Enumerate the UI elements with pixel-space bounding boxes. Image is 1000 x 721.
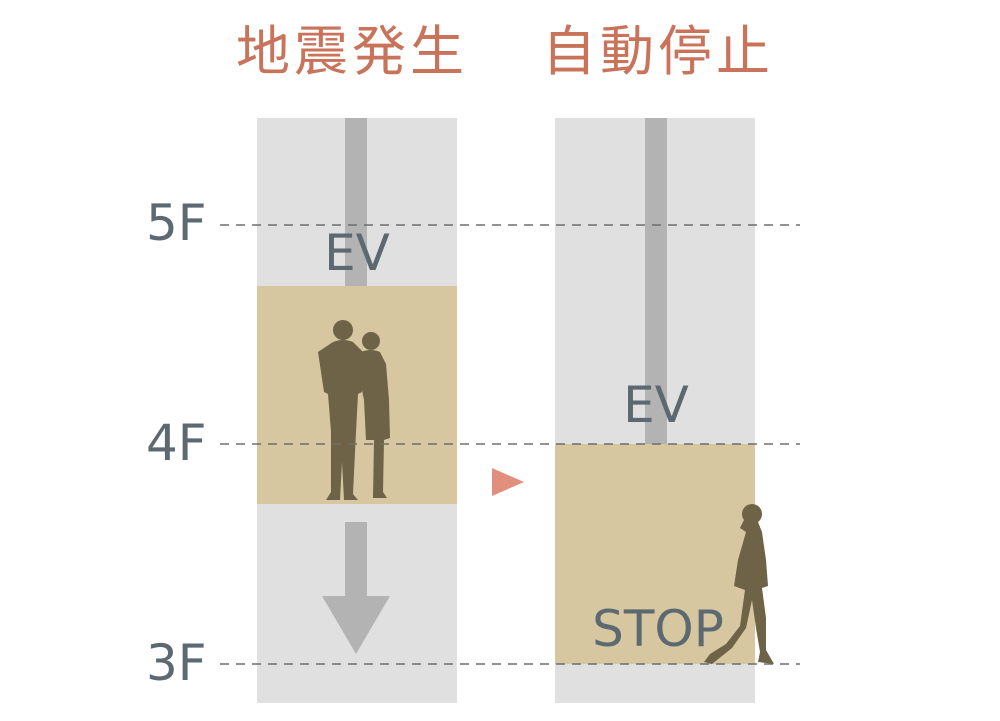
floor-label-4f: 4F	[146, 414, 207, 472]
stop-label: STOP	[592, 600, 724, 658]
left-cable	[345, 118, 367, 286]
walking-woman-silhouette-icon	[704, 504, 774, 664]
right-cable	[645, 118, 667, 444]
floor-label-3f: 3F	[146, 634, 207, 692]
down-arrow-icon	[322, 522, 390, 654]
floor-guides	[220, 224, 800, 665]
couple-silhouette-icon	[318, 320, 390, 500]
floor-label-5f: 5F	[146, 194, 207, 252]
left-car-label: EV	[324, 224, 390, 282]
right-triangle-icon	[492, 468, 524, 496]
left-shaft	[257, 118, 457, 703]
right-shaft	[555, 118, 774, 703]
title-earthquake: 地震発生	[236, 20, 468, 83]
title-auto-stop: 自動停止	[542, 20, 774, 83]
right-car-label: EV	[623, 376, 689, 434]
right-car	[555, 444, 755, 664]
